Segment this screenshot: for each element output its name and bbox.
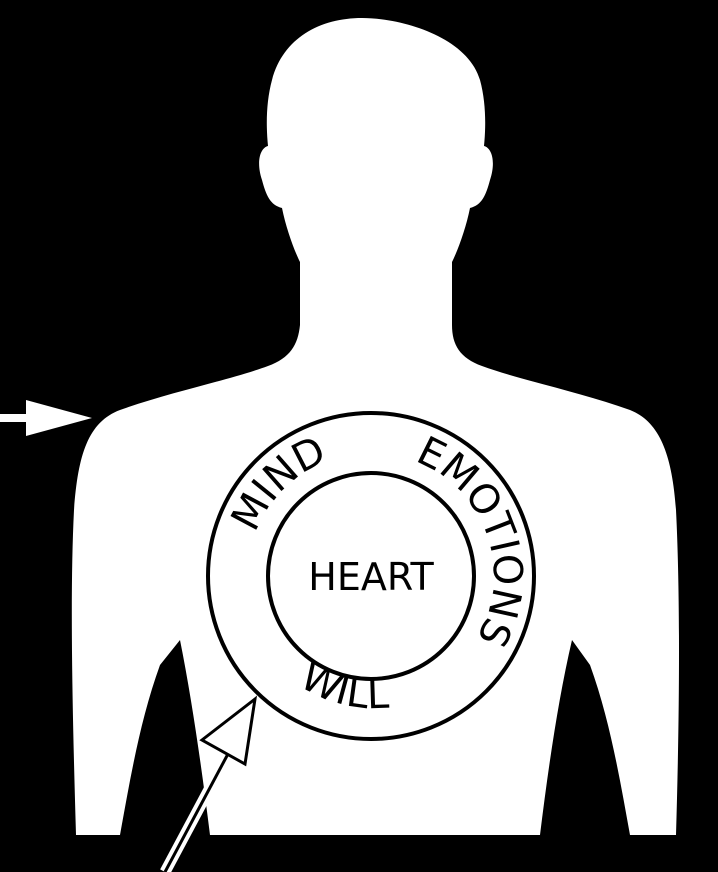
center-label-heart: HEART xyxy=(308,555,434,599)
arrow-right-icon xyxy=(0,400,92,436)
